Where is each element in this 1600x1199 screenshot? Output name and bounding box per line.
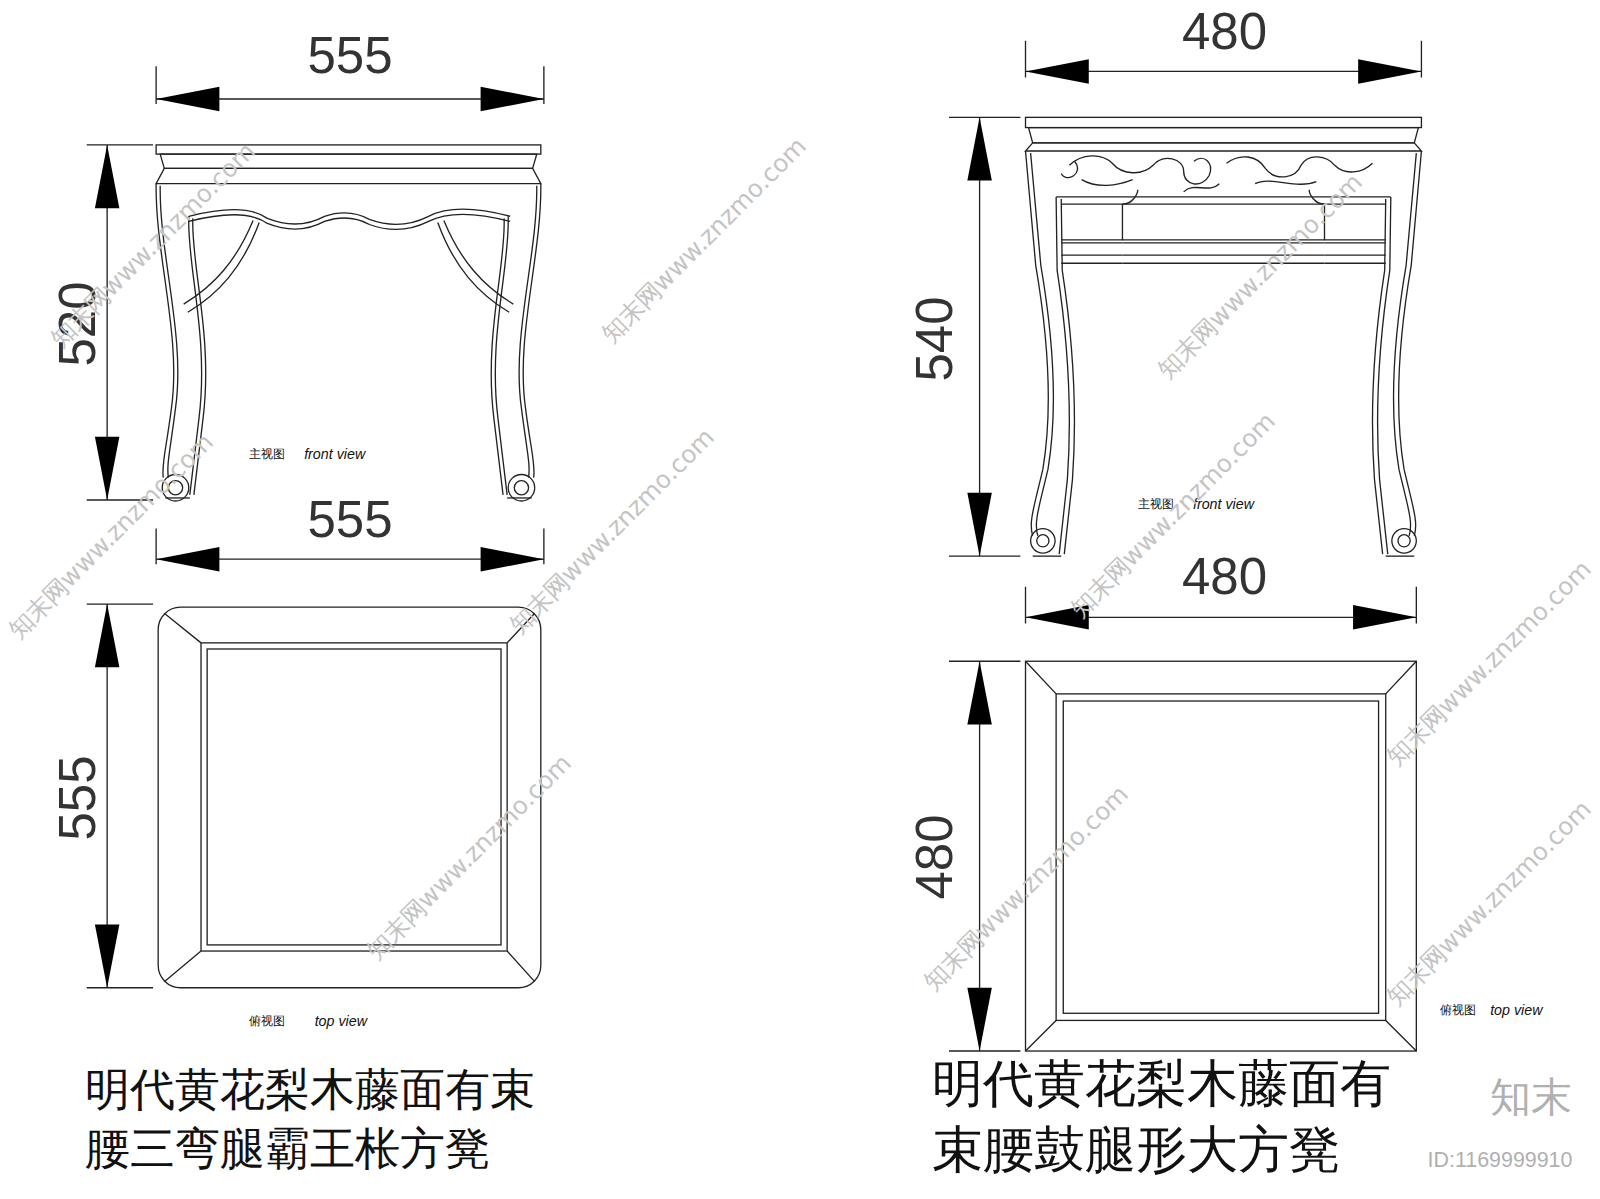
right-top-view <box>1026 661 1417 1051</box>
view-label: 主视图 <box>249 447 285 461</box>
watermark: 知末网www.znzmo.com <box>1381 555 1597 771</box>
dimension-value: 540 <box>905 296 964 381</box>
dimension-value: 555 <box>307 27 392 86</box>
watermark: 知末网www.znzmo.com <box>3 428 219 644</box>
dimension-value: 555 <box>307 491 392 550</box>
watermark: 知末网www.znzmo.com <box>596 132 812 348</box>
caption: 明代黄花梨木藤面有束 腰三弯腿霸王枨方凳 <box>85 1061 565 1178</box>
dimension-value: 480 <box>1182 547 1267 606</box>
image-id: ID:1169999910 <box>1428 1148 1573 1173</box>
dimension-value: 555 <box>48 755 107 840</box>
left-top-view <box>158 607 541 988</box>
view-label: front view <box>304 446 365 462</box>
watermark: 知末网www.znzmo.com <box>504 423 720 639</box>
dimension-value: 480 <box>905 815 964 900</box>
watermark: 知末网www.znzmo.com <box>1381 795 1597 1011</box>
watermark: 知末网www.znzmo.com <box>1152 168 1368 384</box>
caption: 明代黄花梨木藤面有 束腰鼓腿形大方凳 <box>932 1051 1442 1184</box>
right-front-view <box>1026 117 1422 556</box>
dimension-value: 480 <box>1182 3 1267 62</box>
view-label: top view <box>315 1013 367 1029</box>
watermark: 知末网www.znzmo.com <box>45 137 261 353</box>
view-label: top view <box>1490 1002 1542 1018</box>
view-label: 俯视图 <box>249 1014 285 1028</box>
watermark: 知末网www.znzmo.com <box>361 749 577 965</box>
view-label: 俯视图 <box>1440 1003 1476 1017</box>
watermark: 知末 <box>1490 1073 1572 1120</box>
